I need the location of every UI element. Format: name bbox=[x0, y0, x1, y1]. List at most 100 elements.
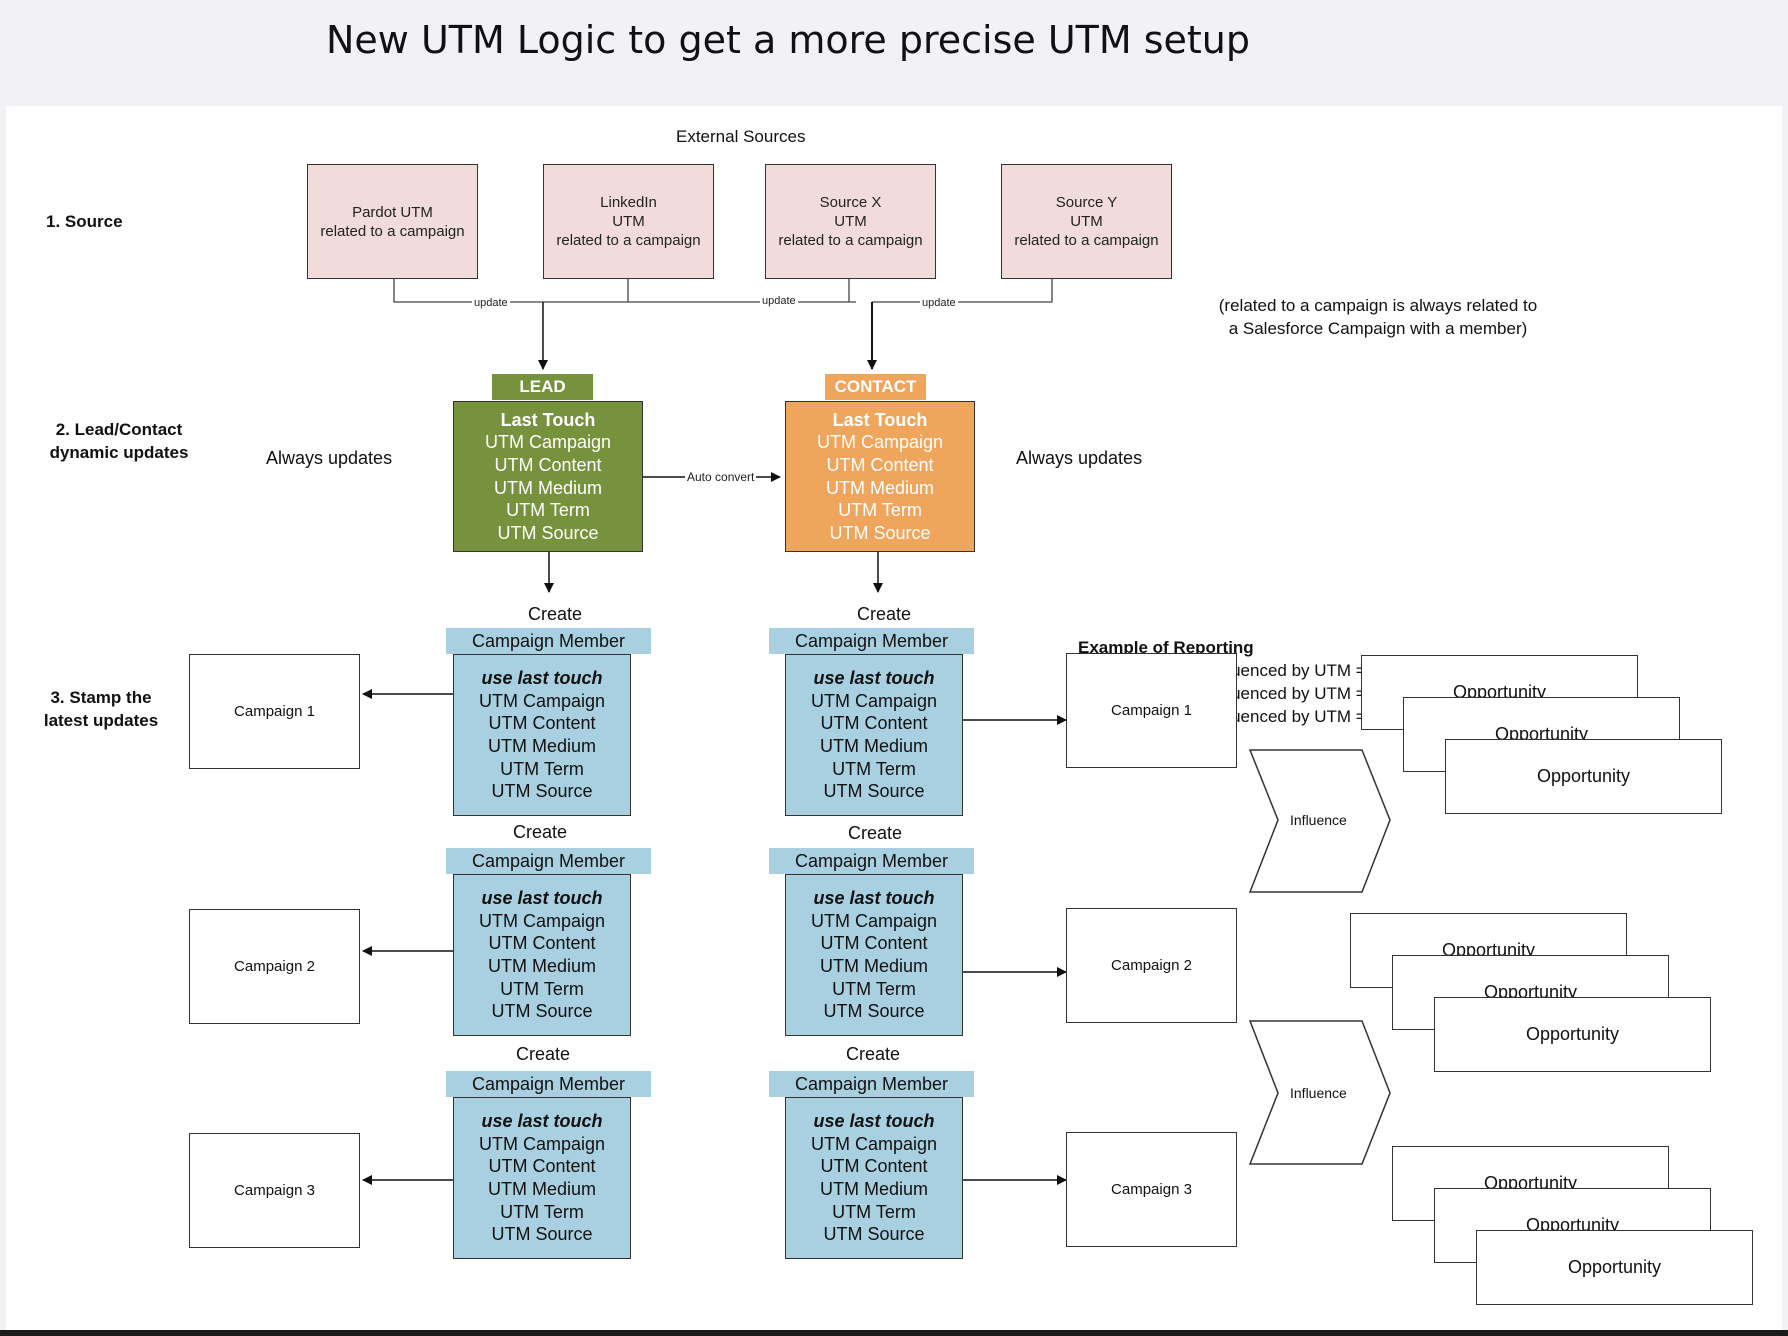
campaign-member-tag-contact-1: Campaign Member bbox=[769, 628, 974, 654]
campaign-member-box-contact-3: use last touch UTM Campaign UTM Content … bbox=[785, 1097, 963, 1259]
update-label-1: update bbox=[472, 297, 510, 309]
source-box-source-x: Source X UTM related to a campaign bbox=[765, 164, 936, 279]
update-label-3: update bbox=[920, 297, 958, 309]
contact-line-1: Last Touch bbox=[832, 409, 928, 430]
cm-contact-1-line-3: UTM Content bbox=[820, 713, 928, 734]
campaign-box-left-3: Campaign 3 bbox=[189, 1133, 360, 1248]
cm-contact-3-line-6: UTM Source bbox=[823, 1224, 925, 1245]
source-pardot-line1: Pardot UTM bbox=[352, 203, 433, 221]
campaign-member-box-lead-3: use last touch UTM Campaign UTM Content … bbox=[453, 1097, 631, 1259]
cm-contact-2-line-3: UTM Content bbox=[820, 933, 928, 954]
external-sources-label: External Sources bbox=[676, 127, 806, 146]
cm-lead-3-line-6: UTM Source bbox=[491, 1224, 593, 1245]
source-y-line3: related to a campaign bbox=[1014, 232, 1159, 249]
create-label-contact-3: Create bbox=[846, 1044, 901, 1064]
cm-lead-2-line-6: UTM Source bbox=[491, 1001, 593, 1022]
opportunity-card-1c: Opportunity bbox=[1445, 739, 1722, 814]
cm-contact-3-line-4: UTM Medium bbox=[819, 1179, 928, 1199]
influence-label-2: Influence bbox=[1290, 1085, 1347, 1101]
campaign-member-tag-lead-1: Campaign Member bbox=[446, 628, 651, 654]
campaign-member-box-lead-1: use last touch UTM Campaign UTM Content … bbox=[453, 654, 631, 816]
stage-stamp-line2: latest updates bbox=[43, 711, 159, 730]
campaign-member-tag-contact-3: Campaign Member bbox=[769, 1071, 974, 1097]
cm-lead-1-line-1: use last touch bbox=[481, 668, 603, 689]
lead-line-5: UTM Term bbox=[506, 500, 590, 521]
campaign-member-tag-contact-2: Campaign Member bbox=[769, 848, 974, 874]
source-box-source-y: Source Y UTM related to a campaign bbox=[1001, 164, 1172, 279]
cm-contact-3-line-1: use last touch bbox=[813, 1111, 935, 1132]
contact-line-3: UTM Content bbox=[826, 454, 934, 475]
cm-lead-1-line-5: UTM Term bbox=[500, 758, 584, 779]
cm-lead-2-line-5: UTM Term bbox=[500, 978, 584, 999]
lead-tag: LEAD bbox=[492, 374, 593, 400]
contact-line-4: UTM Medium bbox=[825, 477, 934, 498]
connector-lines bbox=[362, 278, 1391, 1185]
influence-chevron-2 bbox=[1248, 1020, 1391, 1165]
campaign-box-left-1: Campaign 1 bbox=[189, 654, 360, 769]
cm-lead-3-line-2: UTM Campaign bbox=[478, 1133, 606, 1154]
contact-line-5: UTM Term bbox=[838, 500, 922, 521]
contact-box: Last Touch UTM Campaign UTM Content UTM … bbox=[785, 401, 975, 552]
cm-lead-1-line-2: UTM Campaign bbox=[478, 690, 606, 711]
lead-line-4: UTM Medium bbox=[493, 477, 602, 498]
cm-contact-2-line-1: use last touch bbox=[813, 888, 935, 909]
source-x-line1: Source X bbox=[819, 194, 882, 211]
lead-line-6: UTM Source bbox=[497, 522, 599, 543]
diagram-canvas: update update update Auto convert Extern… bbox=[6, 106, 1782, 1331]
connector-sourcey-to-contact bbox=[872, 278, 1053, 303]
cm-lead-2-line-1: use last touch bbox=[481, 888, 603, 909]
lead-box: Last Touch UTM Campaign UTM Content UTM … bbox=[453, 401, 643, 552]
cm-contact-2-line-6: UTM Source bbox=[823, 1001, 925, 1022]
cm-contact-3-line-2: UTM Campaign bbox=[810, 1133, 938, 1154]
reporting-heading: Example of Reporting bbox=[1078, 638, 1254, 657]
campaign-member-tag-lead-3: Campaign Member bbox=[446, 1071, 651, 1097]
cm-lead-3-line-3: UTM Content bbox=[488, 1156, 596, 1177]
campaign-member-box-contact-2: use last touch UTM Campaign UTM Content … bbox=[785, 874, 963, 1036]
bottom-rule bbox=[0, 1330, 1788, 1336]
create-label-contact-2: Create bbox=[848, 823, 903, 843]
create-label-contact-1: Create bbox=[857, 604, 912, 624]
source-note: (related to a campaign is always related… bbox=[1218, 296, 1538, 338]
influence-chevron-1 bbox=[1248, 749, 1391, 893]
cm-contact-1-line-4: UTM Medium bbox=[819, 736, 928, 756]
cm-contact-1-line-1: use last touch bbox=[813, 668, 935, 689]
cm-lead-3-line-1: use last touch bbox=[481, 1111, 603, 1132]
create-label-lead-3: Create bbox=[516, 1044, 571, 1064]
cm-lead-3-line-4: UTM Medium bbox=[487, 1179, 596, 1199]
source-linkedin-line2: UTM bbox=[612, 213, 645, 230]
always-updates-left: Always updates bbox=[266, 448, 393, 468]
stage-lead-contact-line1: 2. Lead/Contact bbox=[55, 420, 183, 439]
cm-lead-1-line-3: UTM Content bbox=[488, 713, 596, 734]
contact-line-6: UTM Source bbox=[829, 522, 931, 543]
cm-contact-2-line-5: UTM Term bbox=[832, 978, 916, 999]
cm-contact-1-line-6: UTM Source bbox=[823, 781, 925, 802]
source-linkedin-line1: LinkedIn bbox=[600, 194, 657, 211]
connector-pardot-to-lead bbox=[393, 278, 543, 303]
cm-lead-1-line-6: UTM Source bbox=[491, 781, 593, 802]
create-label-lead-2: Create bbox=[513, 822, 568, 842]
contact-tag: CONTACT bbox=[825, 374, 926, 400]
contact-line-2: UTM Campaign bbox=[816, 432, 944, 453]
cm-lead-2-line-3: UTM Content bbox=[488, 933, 596, 954]
source-box-pardot: Pardot UTM related to a campaign bbox=[307, 164, 478, 279]
source-x-line2: UTM bbox=[834, 213, 867, 230]
always-updates-right: Always updates bbox=[1016, 448, 1143, 468]
cm-lead-3-line-5: UTM Term bbox=[500, 1201, 584, 1222]
campaign-box-right-1: Campaign 1 bbox=[1066, 653, 1237, 768]
cm-contact-3-line-3: UTM Content bbox=[820, 1156, 928, 1177]
cm-lead-2-line-2: UTM Campaign bbox=[478, 910, 606, 931]
page-title-text: New UTM Logic to get a more precise UTM … bbox=[326, 18, 1251, 62]
lead-line-2: UTM Campaign bbox=[484, 432, 612, 453]
cm-contact-1-line-2: UTM Campaign bbox=[810, 690, 938, 711]
campaign-box-right-2: Campaign 2 bbox=[1066, 908, 1237, 1023]
lead-line-1: Last Touch bbox=[500, 409, 596, 430]
campaign-box-right-3: Campaign 3 bbox=[1066, 1132, 1237, 1247]
stage-lead-contact-label: 2. Lead/Contact dynamic updates bbox=[44, 418, 194, 464]
source-pardot-line2: related to a campaign bbox=[320, 222, 465, 240]
update-label-2: update bbox=[760, 295, 798, 307]
campaign-member-box-lead-2: use last touch UTM Campaign UTM Content … bbox=[453, 874, 631, 1036]
campaign-box-left-2: Campaign 2 bbox=[189, 909, 360, 1024]
cm-lead-1-line-4: UTM Medium bbox=[487, 736, 596, 756]
cm-contact-2-line-2: UTM Campaign bbox=[810, 910, 938, 931]
cm-contact-1-line-5: UTM Term bbox=[832, 758, 916, 779]
